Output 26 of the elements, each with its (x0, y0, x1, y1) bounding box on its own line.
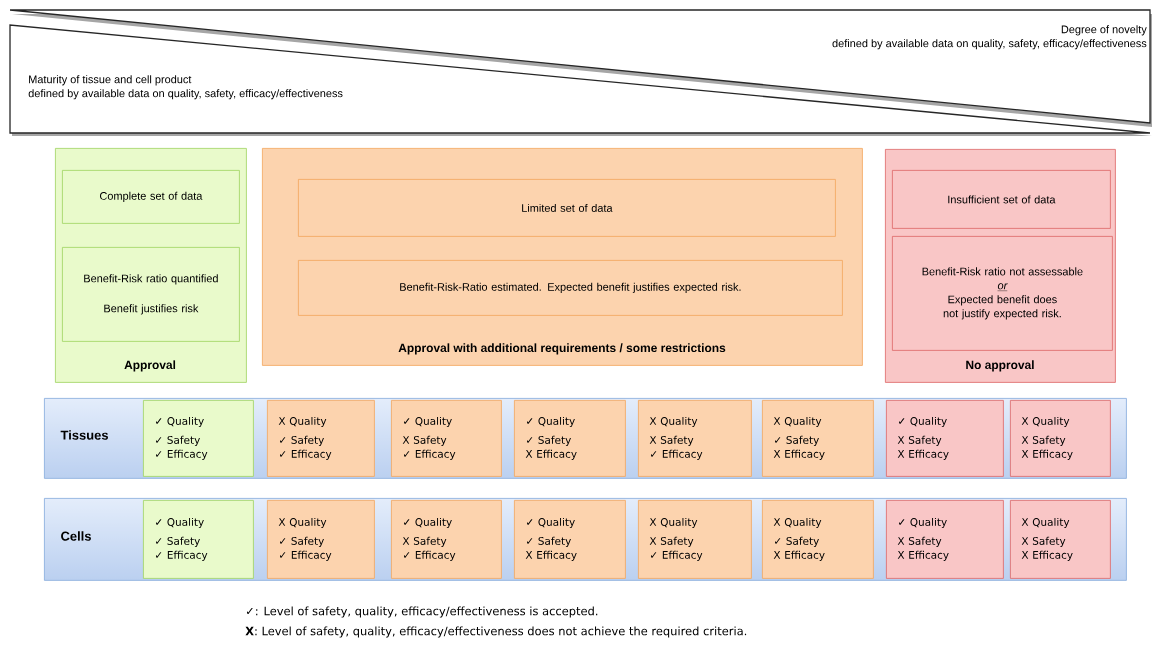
criteria-box: Insufficient set of data (892, 170, 1111, 229)
node-label: Degree of novelty (1061, 25, 1147, 36)
assessment-cell: X Quality ✓ Safety X Efficacy (762, 500, 874, 579)
assessment-cell: ✓ Quality X Safety X Efficacy (886, 500, 1004, 579)
assessment-cell: ✓ Quality ✓ Safety ✓ Efficacy (143, 400, 254, 477)
footnote: X: Level of safety, quality, efficacy/effectiveness does not achieve the required criteria. (245, 626, 747, 638)
footnote: ✓: Level of safety, quality, efficacy/effectiveness is accepted. (246, 606, 598, 618)
assessment-cell: X Quality X Safety X Efficacy (1010, 400, 1111, 477)
assessment-cell: ✓ Quality ✓ Safety X Efficacy (514, 400, 626, 477)
criteria-box: Benefit-Risk-Ratio estimated. Expected benefit justifies expected risk. (298, 260, 843, 316)
assessment-cell: X Quality ✓ Safety X Efficacy (762, 400, 874, 477)
assessment-cell: X Quality X Safety ✓ Efficacy (638, 500, 752, 579)
criteria-box: Limited set of data (298, 179, 836, 237)
assessment-cell: ✓ Quality X Safety X Efficacy (886, 400, 1004, 477)
assessment-cell: ✓ Quality X Safety ✓ Efficacy (391, 500, 502, 579)
assessment-cell: X Quality ✓ Safety ✓ Efficacy (267, 400, 375, 477)
node-label: defined by available data on quality, safety, efficacy/effectiveness (832, 39, 1147, 50)
criteria-box: Complete set of data (62, 170, 240, 224)
assessment-cell: X Quality ✓ Safety ✓ Efficacy (267, 500, 375, 579)
assessment-cell: X Quality X Safety X Efficacy (1010, 500, 1111, 579)
assessment-cell: ✓ Quality ✓ Safety ✓ Efficacy (143, 500, 254, 579)
assessment-cell: ✓ Quality X Safety ✓ Efficacy (391, 400, 502, 477)
assessment-cell: X Quality X Safety ✓ Efficacy (638, 400, 752, 477)
assessment-cell: ✓ Quality ✓ Safety X Efficacy (514, 500, 626, 579)
criteria-box: Benefit-Risk ratio not assessable or Expected benefit does not justify expected risk. (892, 236, 1113, 351)
criteria-box: Benefit-Risk ratio quantified Benefit justifies risk (62, 247, 240, 342)
